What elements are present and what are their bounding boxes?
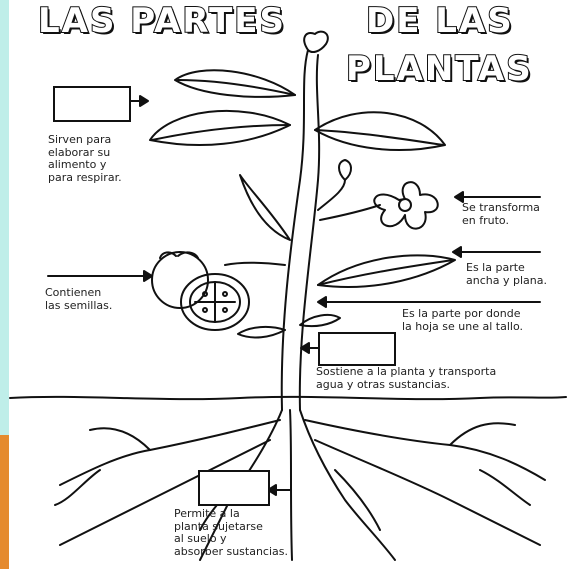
title-line1-left: LAS PARTES — [38, 4, 286, 38]
leaf-small-left — [238, 327, 285, 338]
roots — [55, 410, 545, 560]
leaf-small-petiole — [300, 315, 340, 326]
fruit-whole — [152, 252, 208, 308]
ground-line — [10, 397, 566, 399]
flower-center — [399, 199, 411, 211]
label-flower: Se transforma en fruto. — [462, 202, 540, 227]
leaf-left — [150, 111, 290, 145]
label-leaves: Sirven para elaborar su alimento y para … — [48, 134, 122, 184]
label-petiole: Es la parte por donde la hoja se une al … — [402, 308, 523, 333]
main-stem — [282, 50, 308, 410]
top-bud — [304, 32, 328, 52]
label-roots: Permite a la planta sujetarse al suelo y… — [174, 508, 288, 558]
flower-petals — [374, 182, 437, 228]
title-line1-right: DE LAS — [366, 4, 514, 38]
label-stem: Sostiene a la planta y transporta agua y… — [316, 366, 496, 391]
flower-bud — [339, 160, 351, 180]
title-line2: PLANTAS — [346, 52, 533, 86]
label-blade: Es la parte ancha y plana. — [466, 262, 547, 287]
answer-box-stem[interactable] — [318, 332, 396, 366]
leaf-left-middle — [240, 175, 290, 240]
label-fruit: Contienen las semillas. — [45, 287, 112, 312]
answer-box-roots[interactable] — [198, 470, 270, 506]
pointer-arrows — [48, 96, 540, 495]
answer-box-leaves[interactable] — [53, 86, 131, 122]
